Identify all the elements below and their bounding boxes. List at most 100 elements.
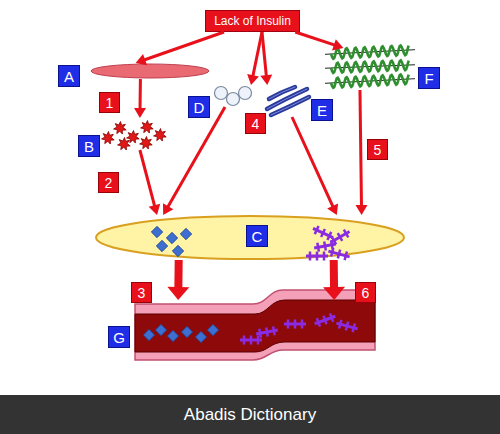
part-letter: A [58, 65, 80, 87]
protein-helix [331, 45, 409, 58]
fat-particle [154, 129, 167, 142]
glucose-diamond [155, 324, 166, 335]
arrow-shaft [295, 32, 335, 45]
fat-particle [102, 132, 115, 145]
protein-helix [331, 60, 409, 72]
ketone-symbol [255, 326, 278, 339]
node-shape [325, 48, 417, 90]
part-letter: E [311, 99, 333, 121]
glycogen-globule [215, 87, 228, 100]
fat-particle [141, 121, 154, 134]
callout-number: 3 [131, 282, 152, 303]
trigger-rect [206, 11, 300, 32]
glucose-diamond [207, 324, 218, 335]
trigger-box: Lack of Insulin [205, 10, 300, 32]
arrow-shaft [292, 117, 333, 207]
helix-group: F [325, 48, 417, 90]
ketone-symbol [306, 252, 328, 261]
part-letter: F [418, 67, 440, 89]
fat-particle [118, 138, 131, 151]
arrow-shaft [360, 90, 362, 206]
watermark-band [0, 395, 500, 434]
arrow-shaft [140, 150, 155, 206]
liver-shape [96, 216, 404, 259]
glucose-diamond [156, 240, 167, 251]
glycogen-globule [227, 93, 240, 106]
ketone-symbol [284, 320, 306, 329]
arrow-shaft [144, 32, 224, 60]
flow-arrow [292, 117, 338, 215]
fat-particle [114, 122, 127, 135]
arrow-head [136, 54, 147, 65]
blood-vessel: G [135, 300, 375, 360]
glycogen-globule [239, 87, 252, 100]
flow-arrow [295, 32, 343, 51]
ketone-symbol [335, 319, 359, 333]
flow-arrow [323, 260, 345, 300]
callout-number: 6 [355, 282, 376, 303]
muscle-fiber [271, 97, 309, 115]
part-letter: D [188, 96, 210, 118]
callout-number: 5 [367, 139, 388, 160]
arrow-head [247, 74, 259, 85]
arrow-head [149, 204, 161, 215]
arrow-shaft [139, 79, 142, 109]
flow-arrow [355, 90, 367, 215]
callout-number: 4 [245, 113, 266, 134]
arrow-head [167, 287, 189, 300]
particle-cluster: B [100, 118, 170, 150]
liver-ellipse: C [95, 215, 405, 260]
arrow-head [355, 205, 367, 215]
ketone-symbol [313, 312, 337, 328]
arrow-shaft [253, 32, 262, 76]
part-letter: C [246, 225, 268, 247]
callout-number: 1 [99, 92, 120, 113]
trigger-text: Lack of Insulin [205, 10, 300, 32]
fiber-group: E [265, 85, 310, 117]
ketone-symbol [240, 336, 262, 345]
vessel-wall [135, 290, 375, 360]
node-shape [213, 85, 253, 107]
arrow-shaft [174, 260, 182, 288]
vessel-lumen [135, 300, 375, 352]
globule-group: D [213, 85, 253, 107]
arrow-shaft [168, 107, 225, 207]
flow-arrow [163, 107, 225, 215]
arrow-head [332, 39, 343, 50]
glucose-diamond [195, 331, 206, 342]
protein-helix [331, 74, 409, 87]
node-shape [265, 85, 310, 117]
ketone-symbol [311, 224, 335, 241]
flow-arrow [260, 32, 272, 85]
arrow-head [327, 203, 338, 215]
flow-arrow [136, 32, 224, 65]
ketone-symbol [327, 247, 351, 261]
flow-arrow [140, 150, 160, 215]
muscle-fiber [269, 87, 295, 99]
glucose-diamond [166, 232, 177, 243]
glucose-diamond [167, 330, 178, 341]
arrow-head [134, 108, 146, 118]
node-shape [100, 118, 170, 150]
arrow-head [260, 74, 272, 85]
glucose-diamond [172, 245, 183, 256]
flow-arrow [247, 32, 262, 85]
node-shape [135, 300, 375, 360]
tissue-shape [91, 64, 209, 78]
tissue-ellipse: A [90, 63, 210, 79]
watermark-text: Abadis Dictionary [0, 395, 500, 434]
glucose-diamond [180, 228, 191, 239]
part-letter: B [78, 135, 100, 157]
fiber-highlight [269, 87, 295, 99]
flow-arrow [134, 79, 146, 118]
glucose-diamond [143, 329, 154, 340]
part-letter: G [108, 326, 130, 348]
flow-arrow [167, 260, 189, 300]
fat-particle [140, 137, 153, 150]
arrow-head [163, 203, 173, 215]
arrow-head [323, 287, 345, 300]
glucose-diamond [151, 226, 162, 237]
callout-number: 2 [98, 172, 119, 193]
arrow-shaft [330, 260, 338, 288]
arrow-shaft [262, 32, 266, 76]
